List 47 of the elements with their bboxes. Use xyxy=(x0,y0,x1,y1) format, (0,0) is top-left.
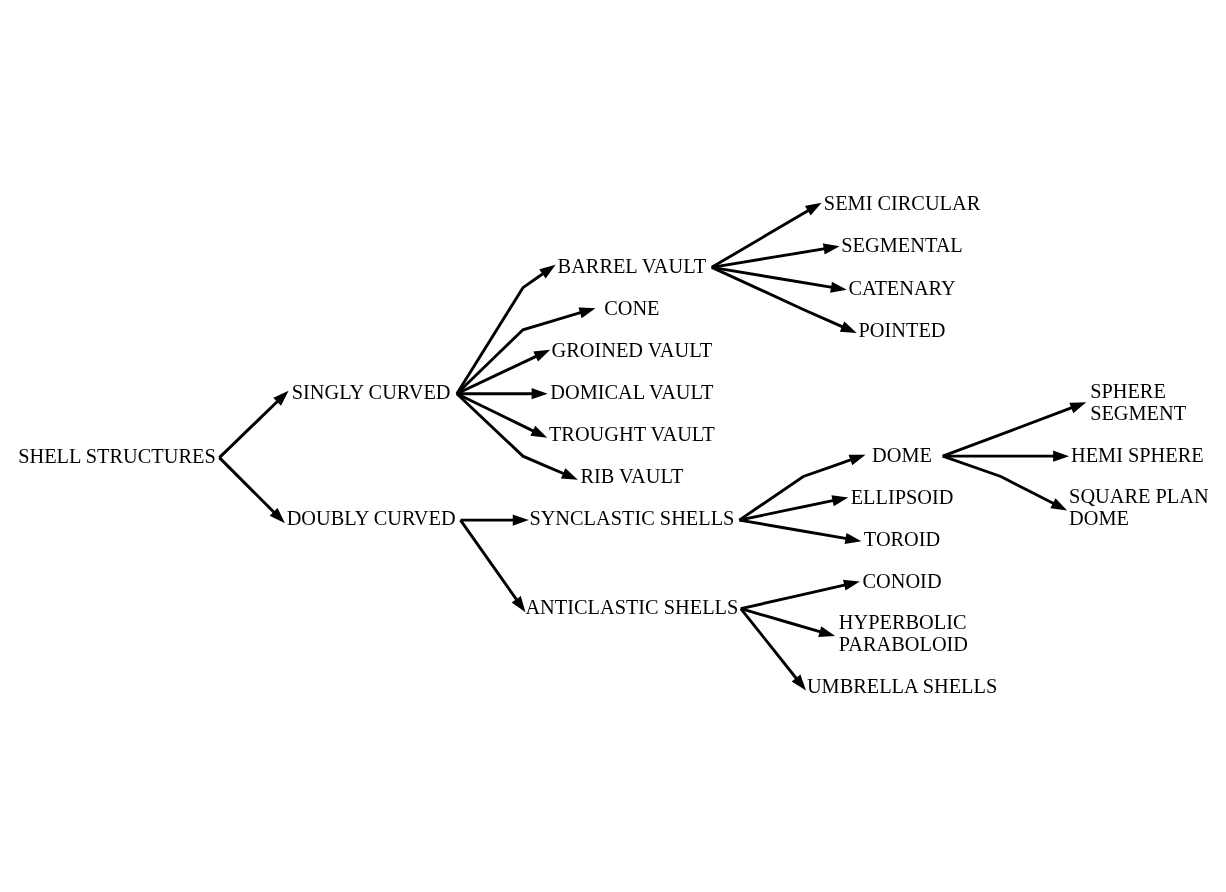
arrow xyxy=(740,579,860,611)
node-text: BARREL VAULT xyxy=(557,254,707,277)
arrow xyxy=(456,388,548,400)
arrow xyxy=(711,265,847,293)
node-text: SPHERE SEGMENT xyxy=(1090,380,1187,425)
node-text: SYNCLASTIC SHELLS xyxy=(529,507,735,530)
arrow xyxy=(218,390,289,459)
arrow xyxy=(711,202,822,269)
arrow xyxy=(711,243,840,269)
arrow xyxy=(942,454,1068,511)
arrow xyxy=(460,514,529,526)
arrow xyxy=(711,266,857,334)
arrow xyxy=(739,607,806,691)
arrow xyxy=(455,264,556,395)
arrow xyxy=(455,392,578,480)
node-text: ANTICLASTIC SHELLS xyxy=(525,596,739,619)
node-text: ELLIPSOID xyxy=(850,485,954,508)
node-text: HEMI SPHERE xyxy=(1071,443,1204,466)
arrow xyxy=(942,450,1070,462)
node-text: RIB VAULT xyxy=(580,465,684,488)
arrow xyxy=(456,349,551,396)
arrow xyxy=(455,307,596,395)
node-text: SEGMENTAL xyxy=(841,234,963,257)
node-text: UMBRELLA SHELLS xyxy=(806,674,998,697)
arrow xyxy=(942,402,1087,458)
node-text: TOROID xyxy=(863,527,941,550)
node-text: TROUGHT VAULT xyxy=(548,423,715,446)
node-text: CONOID xyxy=(862,569,942,592)
node-text: HYPERBOLIC PARABOLOID xyxy=(838,611,969,656)
node-text: SHELL STRUCTURES xyxy=(18,444,216,467)
node-text: CONE xyxy=(604,296,660,319)
node-text: SQUARE PLAN DOME xyxy=(1069,484,1209,529)
arrow xyxy=(739,495,849,522)
arrow xyxy=(456,392,548,438)
node-text: SEMI CIRCULAR xyxy=(823,192,981,215)
arrow xyxy=(740,607,836,637)
node-text: SINGLY CURVED xyxy=(291,381,451,404)
node-text: DOUBLY CURVED xyxy=(286,507,456,530)
arrow xyxy=(739,518,862,544)
node-text: CATENARY xyxy=(848,276,956,299)
node-text: GROINED VAULT xyxy=(551,338,713,361)
node-text: DOMICAL VAULT xyxy=(550,381,714,404)
node-text: POINTED xyxy=(858,318,946,341)
node-text: DOME xyxy=(872,443,932,466)
arrow xyxy=(459,519,526,613)
arrow xyxy=(218,456,285,524)
arrow xyxy=(738,454,866,522)
